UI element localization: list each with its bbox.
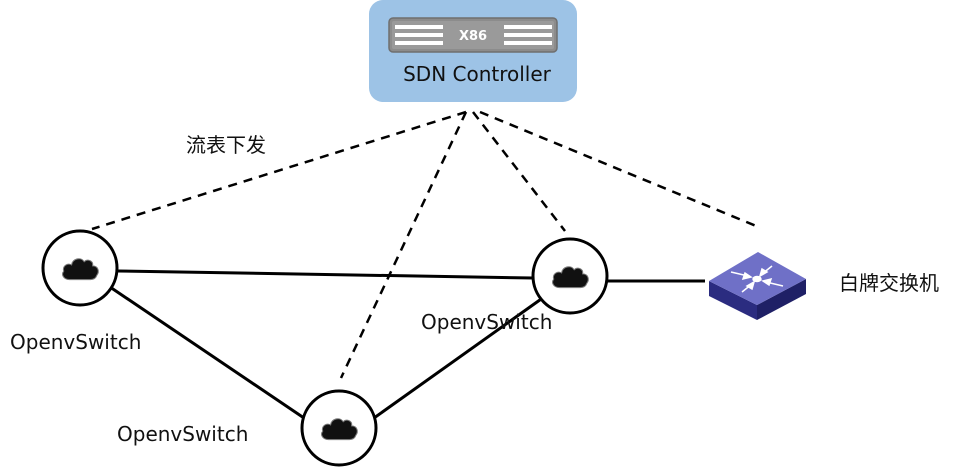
openvswitch-bottom	[300, 389, 378, 467]
control-link-whitebox	[479, 110, 762, 230]
whitebox-switch	[709, 252, 806, 320]
link-left-bottom	[109, 285, 305, 420]
controller-title: SDN Controller	[403, 62, 552, 86]
whitebox-switch-label: 白牌交换机	[839, 271, 939, 295]
server-label: X86	[459, 29, 487, 44]
sdn-controller: X86 SDN Controller	[369, 0, 577, 102]
openvswitch-bottom-label: OpenvSwitch	[117, 422, 248, 446]
control-link-right-switch	[472, 111, 566, 232]
link-right-bottom	[373, 295, 545, 420]
flow-table-label: 流表下发	[186, 133, 266, 157]
openvswitch-right-label: OpenvSwitch	[421, 310, 552, 334]
server-icon: X86	[388, 17, 558, 53]
link-left-right	[117, 269, 534, 280]
data-links	[109, 269, 705, 420]
openvswitch-left-label: OpenvSwitch	[10, 330, 141, 354]
control-link-bottom	[339, 111, 468, 379]
control-link-left	[91, 110, 467, 231]
openvswitch-right	[531, 237, 609, 315]
openvswitch-left	[41, 229, 119, 307]
control-links	[91, 110, 762, 379]
switch-icon	[709, 252, 806, 320]
